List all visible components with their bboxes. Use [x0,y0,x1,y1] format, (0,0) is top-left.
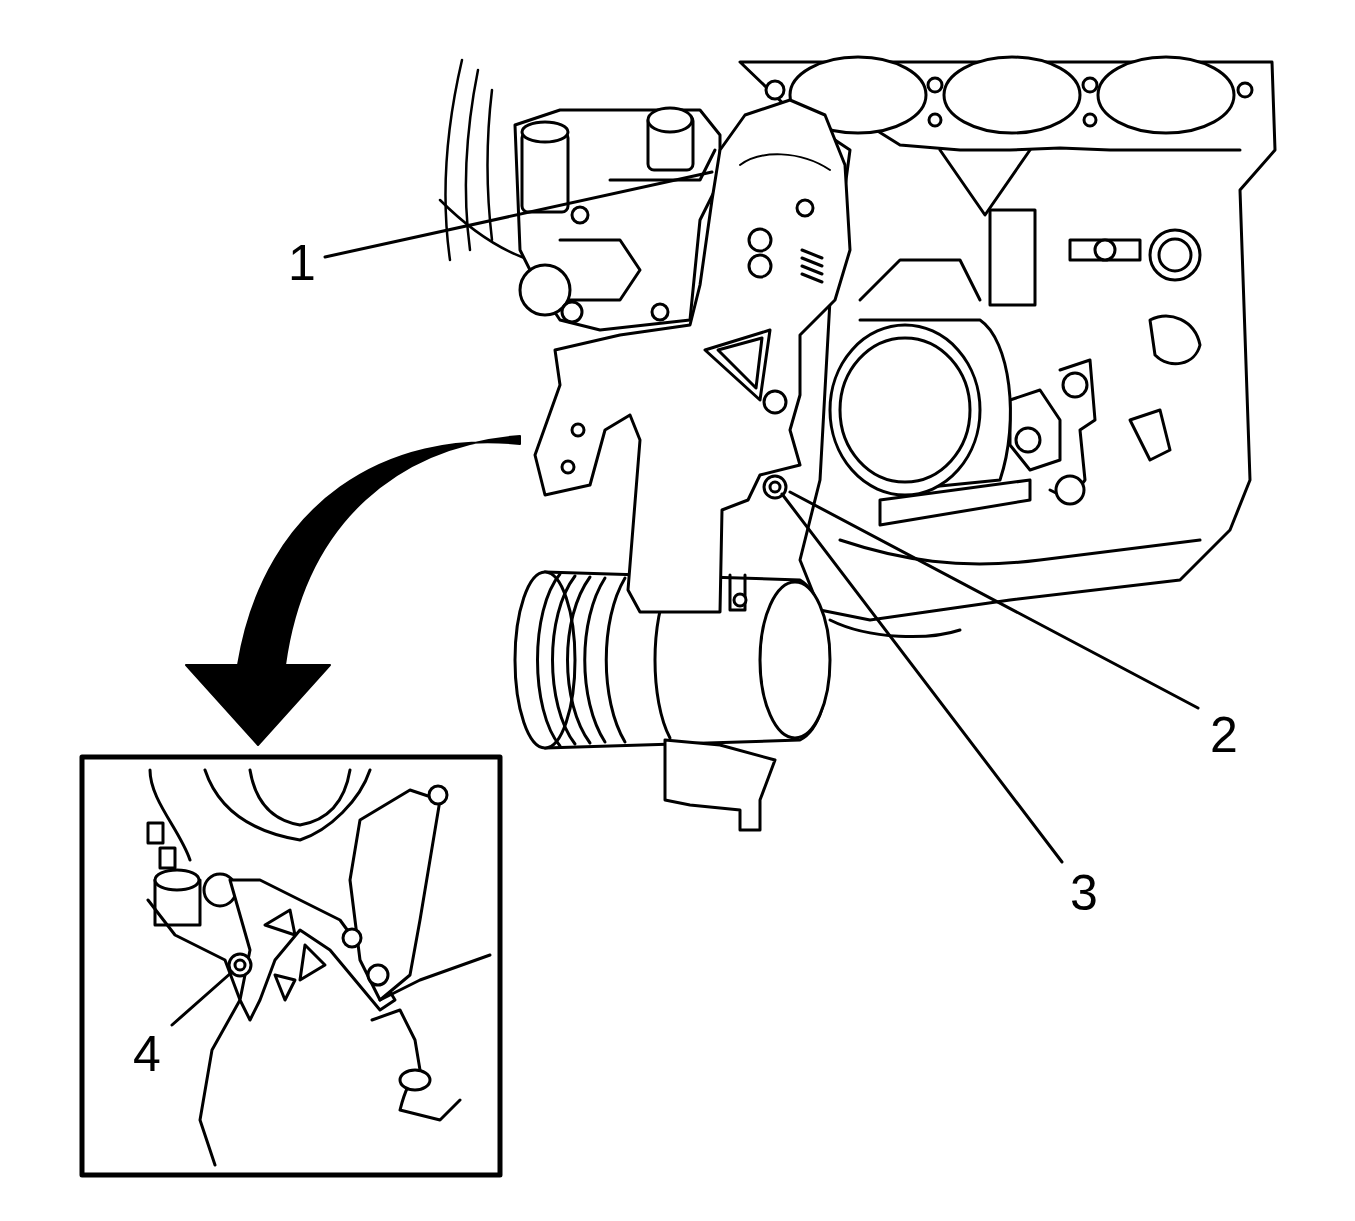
oil-filter [830,320,1010,495]
callout-number: 4 [133,1026,161,1082]
leader-lines [172,172,1198,1025]
callout-number: 1 [288,235,316,291]
callout-number: 3 [1070,865,1098,921]
callout-wrap: 1 [288,238,316,288]
callout-wrap: 2 [1210,710,1238,760]
coolant-housing [515,108,720,330]
inset-view [82,757,500,1175]
callout-wrap: 3 [1070,868,1098,918]
callout-number: 2 [1210,707,1238,763]
view-arrow [186,436,520,745]
callout-wrap: 4 [133,1029,161,1079]
